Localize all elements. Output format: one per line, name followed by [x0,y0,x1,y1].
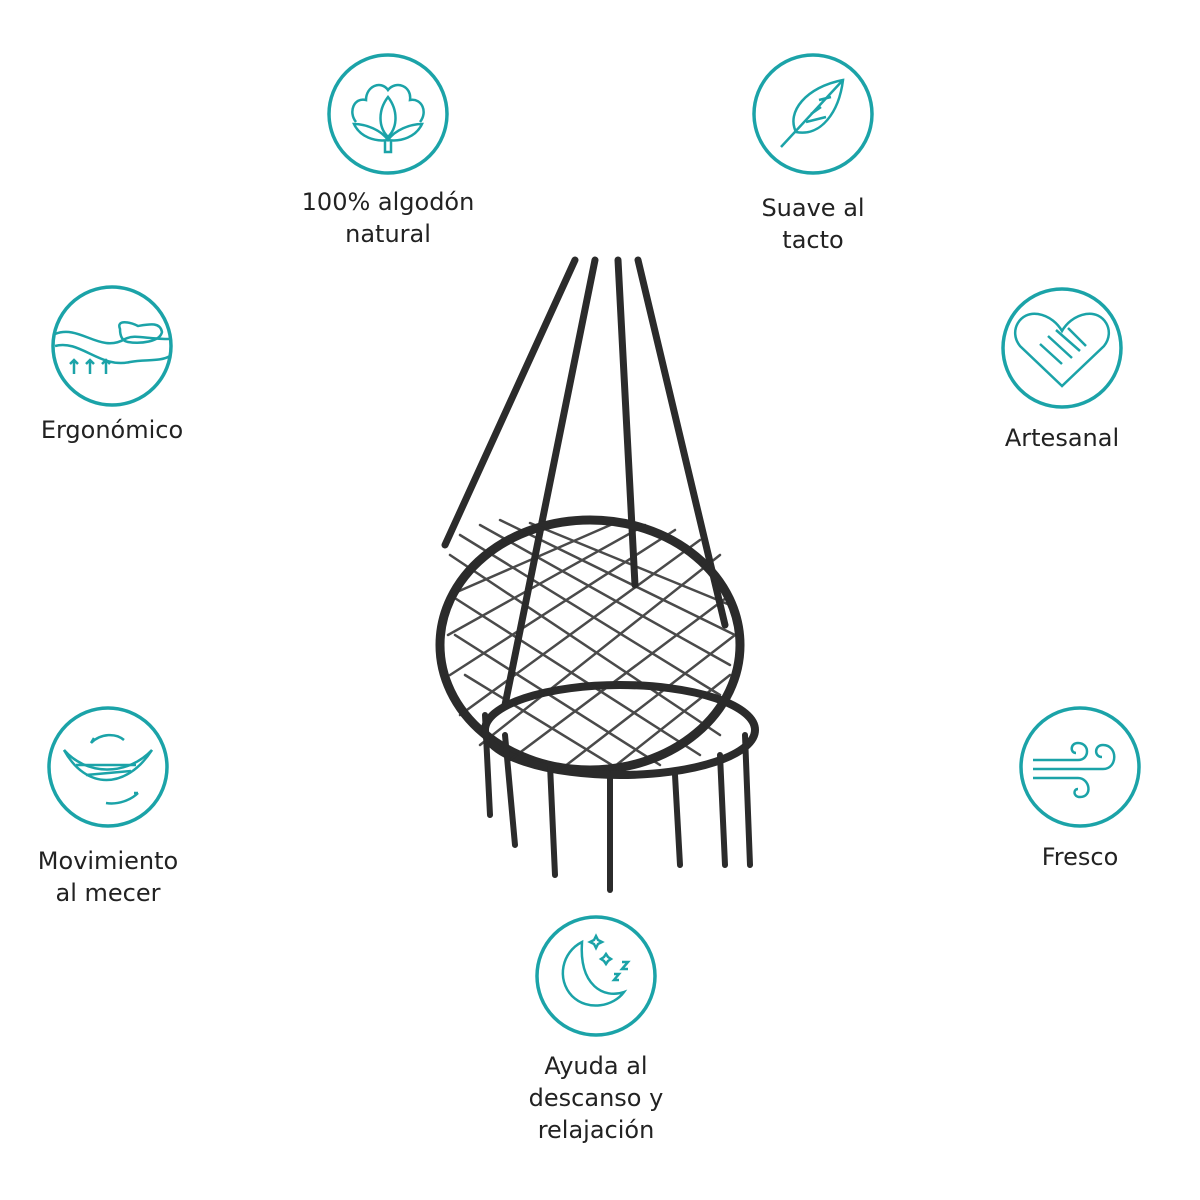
feature-label: al mecer [55,879,161,907]
feature-label: tacto [782,226,844,254]
heart-hands-icon [1001,287,1123,409]
cotton-icon [327,53,449,175]
hammock-swing-icon [47,706,169,828]
feature-label: Ayuda al [544,1052,648,1080]
feature-label: Fresco [1041,843,1119,871]
feature-label: descanso y [528,1084,664,1112]
feature-soft: Suave al tacto [693,52,933,256]
moon-sleep-icon [535,915,657,1037]
ergonomic-icon [51,285,173,407]
feature-fresh: Fresco [960,705,1200,873]
feature-label: relajación [537,1116,655,1144]
wind-icon [1019,706,1141,828]
feature-swing: Movimiento al mecer [0,705,228,909]
hanging-chair-image [435,256,759,893]
feature-ergonomic: Ergonómico [0,284,232,446]
feature-handmade: Artesanal [942,286,1182,454]
feather-icon [752,53,874,175]
feature-label: Artesanal [1004,424,1120,452]
feature-label: 100% algodón [301,188,475,216]
feature-label: natural [345,220,431,248]
feature-cotton: 100% algodón natural [268,52,508,250]
feature-rest: Ayuda al descanso y relajación [476,914,716,1146]
feature-label: Suave al [761,194,865,222]
feature-label: Movimiento [37,847,179,875]
feature-label: Ergonómico [40,416,184,444]
